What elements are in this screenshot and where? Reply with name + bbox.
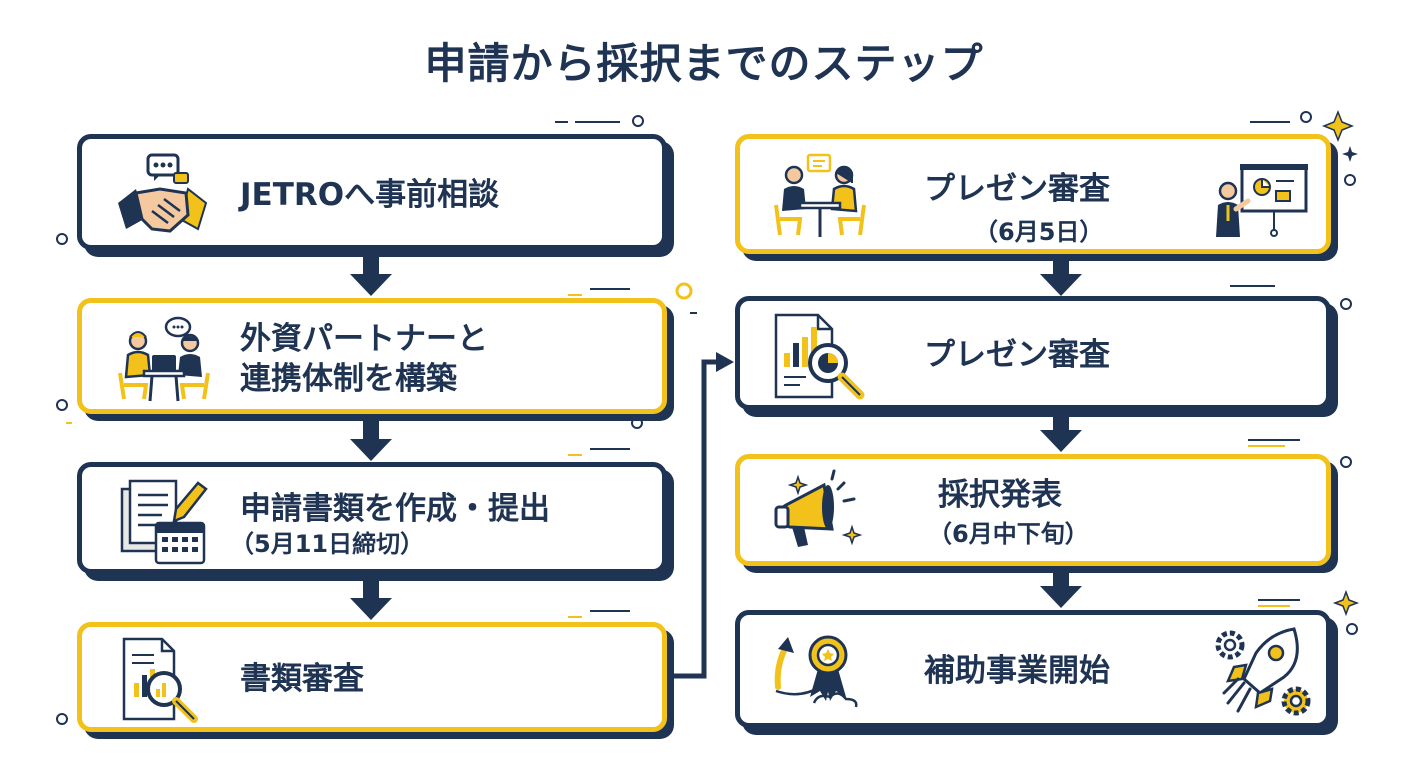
step-date: （6月中下旬） (928, 520, 1089, 548)
step-prior-consultation: JETROへ事前相談 (77, 134, 667, 250)
step-label: 書類審査 (240, 661, 364, 697)
step-presentation-review: プレゼン審査 (735, 296, 1331, 410)
step-deadline: （5月11日締切） (230, 530, 425, 558)
page-title: 申請から採択までのステップ (424, 39, 984, 88)
arrow-down-4 (1040, 258, 1082, 296)
document-magnifier-icon (122, 637, 198, 723)
step-label-line2: 連携体制を構築 (240, 361, 457, 397)
arrow-down-6 (1040, 570, 1082, 608)
step-selection-announcement: 採択発表 （6月中下旬） (735, 454, 1331, 566)
step-document-review: 書類審査 (77, 622, 667, 732)
sparkle-icon (1321, 109, 1360, 617)
handshake-icon (118, 153, 208, 233)
arrow-down-5 (1040, 414, 1082, 452)
megaphone-icon (774, 469, 863, 547)
step-label: 採択発表 (938, 477, 1062, 513)
step-date: （6月5日） (974, 218, 1104, 246)
chart-magnifier-icon (774, 313, 865, 400)
step-label: JETROへ事前相談 (240, 177, 500, 213)
step-partner-setup: 外資パートナーと 連携体制を構築 (77, 298, 667, 414)
step-label: プレゼン審査 (924, 171, 1110, 207)
award-growth-icon (774, 635, 858, 708)
step-presentation-review-date: プレゼン審査 （6月5日） (735, 134, 1331, 254)
step-project-start: 補助事業開始 (735, 610, 1331, 728)
meeting-icon (118, 316, 210, 402)
step-label-line1: 外資パートナーと (240, 321, 488, 357)
presenter-board-icon (1216, 164, 1308, 237)
step-label: 補助事業開始 (924, 653, 1110, 689)
rocket-gear-icon (1215, 627, 1311, 716)
decor-lines (56, 111, 1358, 725)
step-application-submit: 申請書類を作成・提出 （5月11日締切） (77, 462, 667, 574)
decor-dot (675, 282, 693, 300)
arrow-down-1 (350, 256, 392, 296)
presentation-meeting-icon (774, 153, 866, 237)
step-label: プレゼン審査 (924, 337, 1110, 373)
decor-yellow-lines (66, 294, 1290, 618)
document-calendar-icon (120, 479, 208, 565)
elbow-connector (672, 352, 734, 679)
arrow-down-3 (350, 580, 392, 620)
sparkle-small-icon (1342, 146, 1358, 162)
arrow-down-2 (350, 421, 392, 461)
step-label: 申請書類を作成・提出 (240, 491, 550, 527)
